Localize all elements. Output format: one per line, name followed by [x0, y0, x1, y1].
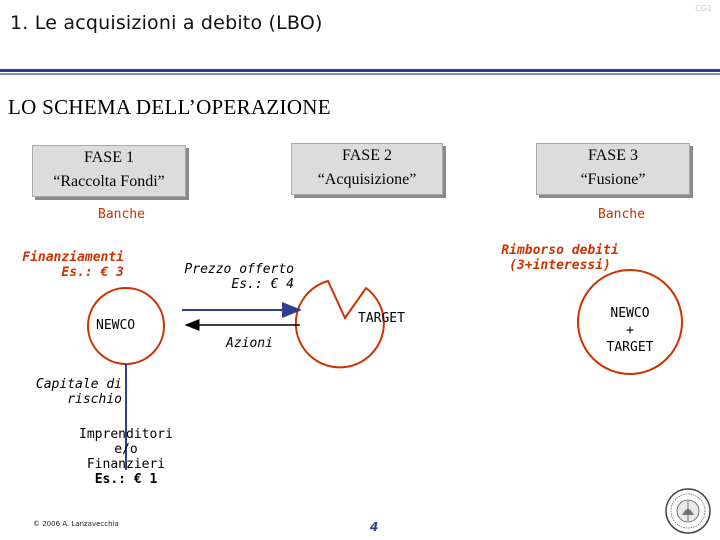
- entrepreneurs-label: Imprenditori e/o Finanzieri Es.: € 1: [66, 427, 186, 487]
- header-rule: [0, 69, 720, 72]
- financing-line1: Finanziamenti: [22, 250, 124, 265]
- entrepreneurs-line3: Finanzieri: [86, 457, 166, 472]
- entrepreneurs-line4: Es.: € 1: [94, 472, 158, 487]
- phase-box-1: FASE 1 “Raccolta Fondi”: [32, 145, 186, 197]
- repayment-line2: (3+interessi): [509, 258, 611, 273]
- section-title: LO SCHEMA DELL’OPERAZIONE: [8, 95, 331, 119]
- shares-label: Azioni: [226, 336, 273, 351]
- corner-code: CG1: [695, 4, 712, 13]
- merged-line1: NEWCO: [610, 306, 650, 321]
- entrepreneurs-line2: e/o: [114, 442, 138, 457]
- financing-line2: Es.: € 3: [61, 265, 124, 280]
- page-title: 1. Le acquisizioni a debito (LBO): [10, 12, 323, 34]
- phase-box-3: FASE 3 “Fusione”: [536, 143, 690, 195]
- risk-capital-label: Capitale di rischio: [6, 377, 122, 407]
- header-rule-secondary: [0, 73, 720, 75]
- phase-box-2: FASE 2 “Acquisizione”: [291, 143, 443, 195]
- target-label: TARGET: [358, 311, 405, 326]
- phase-1-name: FASE 1: [84, 149, 134, 166]
- repayment-line1: Rimborso debiti: [501, 243, 619, 258]
- merged-line2: +: [626, 323, 634, 338]
- university-seal-logo: [665, 488, 711, 534]
- copyright-text: © 2006 A. Lanzavecchia: [33, 520, 119, 528]
- phase-3-desc: “Fusione”: [580, 171, 646, 188]
- financing-label: Finanziamenti Es.: € 3: [6, 250, 124, 280]
- price-line1: Prezzo offerto: [184, 262, 294, 277]
- merged-label: NEWCO + TARGET: [590, 305, 670, 356]
- entrepreneurs-line1: Imprenditori: [79, 427, 173, 442]
- risk-capital-line1: Capitale di: [35, 377, 122, 392]
- repayment-label: Rimborso debiti (3+interessi): [492, 243, 628, 273]
- phase-2-name: FASE 2: [342, 147, 392, 164]
- banche-left-label: Banche: [98, 207, 145, 222]
- phase-3-name: FASE 3: [588, 147, 638, 164]
- price-line2: Es.: € 4: [231, 277, 294, 292]
- risk-capital-line2: rischio: [67, 392, 122, 407]
- newco-label: NEWCO: [96, 318, 136, 333]
- merged-line3: TARGET: [606, 340, 654, 355]
- banche-right-label: Banche: [598, 207, 645, 222]
- page-number: 4: [370, 520, 379, 534]
- merged-circle: [577, 269, 683, 375]
- phase-2-desc: “Acquisizione”: [317, 171, 417, 188]
- phase-1-desc: “Raccolta Fondi”: [53, 173, 165, 190]
- target-shape: [294, 279, 385, 369]
- price-label: Prezzo offerto Es.: € 4: [170, 262, 294, 292]
